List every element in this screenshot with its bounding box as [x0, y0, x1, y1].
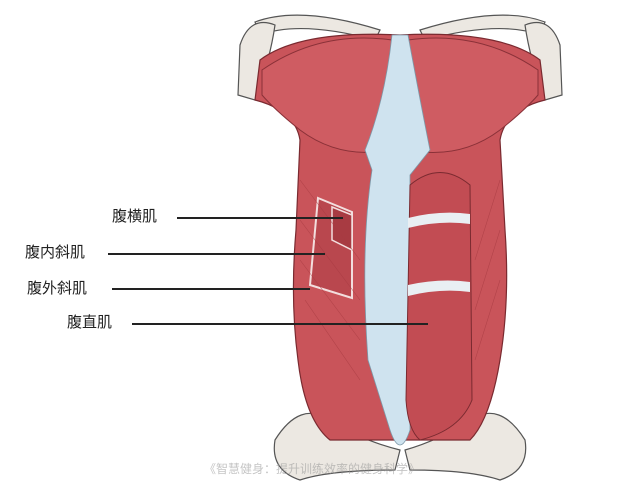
- watermark: 《智慧健身：提升训练效率的健身科学》: [203, 462, 420, 476]
- leader-line-external-oblique: [112, 288, 310, 290]
- rectus-abdominis: [405, 172, 473, 441]
- leader-line-rectus: [132, 323, 428, 325]
- left-pectoral: [261, 37, 393, 153]
- leader-line-transversus: [177, 217, 343, 219]
- tendinous-intersection: [408, 280, 470, 296]
- leader-line-internal-oblique: [108, 253, 325, 255]
- label-rectus-abdominis: 腹直肌: [67, 313, 113, 331]
- label-transversus-abdominis: 腹横肌: [112, 207, 158, 225]
- label-external-oblique: 腹外斜肌: [27, 279, 88, 297]
- fascia: [364, 34, 431, 446]
- right-pectoral: [407, 37, 539, 153]
- tendinous-intersection: [408, 212, 470, 228]
- muscle-fibers: [299, 179, 501, 381]
- label-internal-oblique: 腹内斜肌: [25, 243, 86, 261]
